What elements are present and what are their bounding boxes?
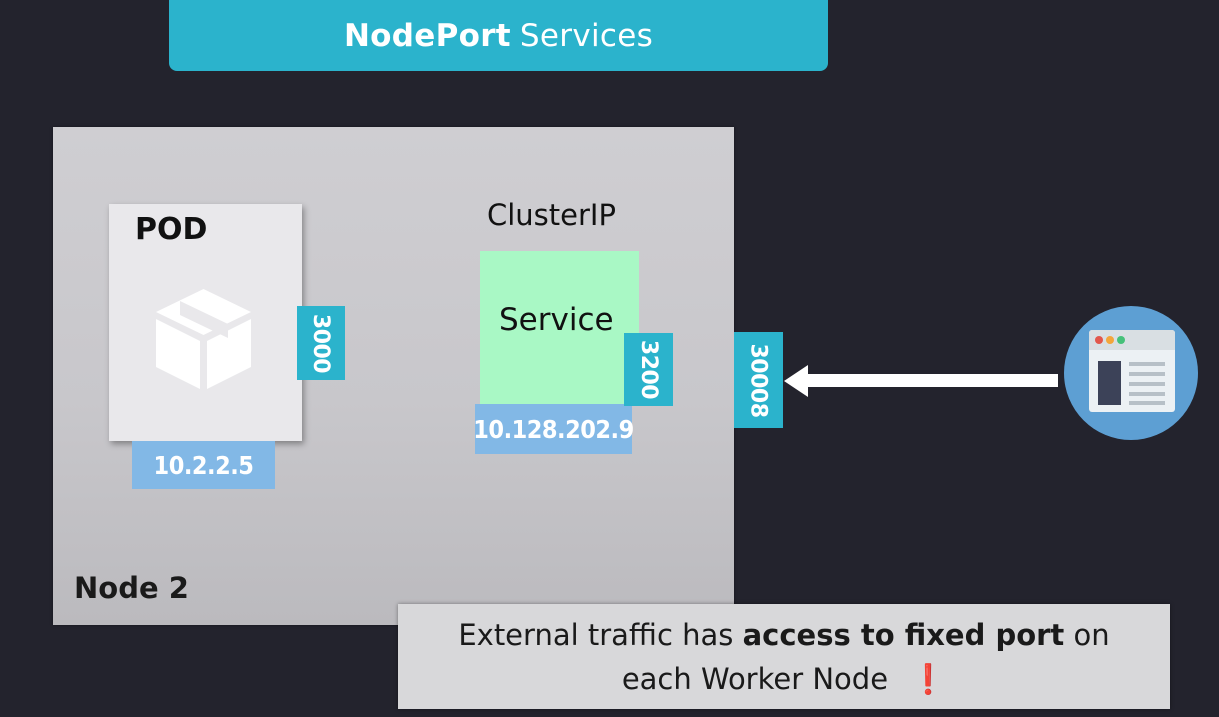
title-banner: NodePort Services (169, 0, 828, 71)
pod-ip-tag: 10.2.2.5 (132, 441, 275, 489)
node-port-tag: 30008 (734, 332, 783, 428)
arrow-left-icon (784, 365, 1058, 397)
service-box (480, 251, 639, 404)
callout-text-bold: access to fixed port (742, 617, 1065, 652)
service-port-tag: 3200 (624, 333, 673, 406)
pod-ip: 10.2.2.5 (153, 450, 254, 480)
title-bold: NodePort (343, 17, 511, 54)
callout-text-line2: each Worker Node (621, 661, 889, 696)
cube-icon (156, 289, 251, 389)
node-label: Node 2 (74, 571, 189, 605)
pod-port: 3000 (308, 313, 334, 373)
title-rest: Services (519, 17, 654, 54)
callout-box: External traffic has access to fixed por… (398, 604, 1170, 709)
pod-port-tag: 3000 (297, 306, 345, 380)
service-label: Service (499, 302, 614, 338)
clusterip-label: ClusterIP (487, 198, 616, 232)
service-ip-tag: 10.128.202.9 (473, 404, 634, 454)
callout-text-prefix: External traffic has (458, 617, 743, 652)
service-ip: 10.128.202.9 (473, 414, 634, 444)
callout-text-suffix: on (1064, 617, 1110, 652)
service-port: 3200 (636, 339, 662, 400)
pod-label: POD (135, 212, 208, 247)
exclamation-icon: ❗ (910, 661, 947, 696)
node-port: 30008 (746, 342, 772, 418)
browser-window-icon (1089, 330, 1175, 412)
